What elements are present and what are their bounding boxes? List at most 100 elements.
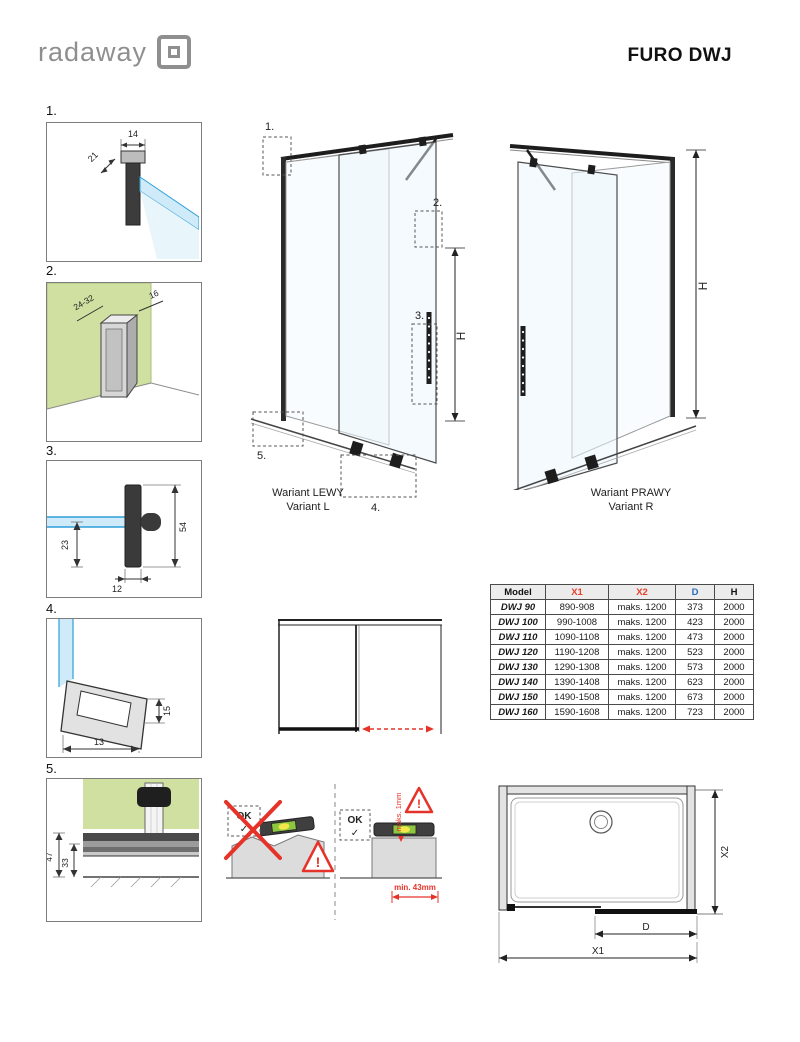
cell-model: DWJ 130 xyxy=(490,659,546,675)
cell-x1: 1390-1408 xyxy=(545,674,609,690)
brand-logo: radaway xyxy=(38,34,192,70)
cell-model: DWJ 110 xyxy=(490,629,546,645)
slide-direction-arrow xyxy=(362,725,434,733)
cell-h: 2000 xyxy=(714,599,754,615)
cell-x1: 1590-1608 xyxy=(545,704,609,720)
cell-model: DWJ 90 xyxy=(490,599,546,615)
detail-panel-1: 14 21 xyxy=(46,122,202,262)
cell-x1: 1190-1208 xyxy=(545,644,609,660)
detail-number-1: 1. xyxy=(46,103,57,118)
cell-x2: maks. 1200 xyxy=(608,704,676,720)
ok-badge xyxy=(339,809,371,841)
check-mark: ✓ xyxy=(351,828,359,839)
cell-x1: 890-908 xyxy=(545,599,609,615)
detail-number-2: 2. xyxy=(46,263,57,278)
cell-d: 673 xyxy=(675,689,715,705)
wall-left xyxy=(498,785,508,911)
detail-number-5: 5. xyxy=(46,761,57,776)
cell-d: 373 xyxy=(675,599,715,615)
cell-model: DWJ 150 xyxy=(490,689,546,705)
glass-panel xyxy=(47,517,125,527)
variant-right-drawing: H xyxy=(509,144,710,490)
cell-x2: maks. 1200 xyxy=(608,644,676,660)
cell-h: 2000 xyxy=(714,644,754,660)
dim-label: 47 xyxy=(47,852,54,862)
dim-d: D xyxy=(594,916,698,939)
install-correct-panel: OK ✓ maks. 1mm ! min. 43mm xyxy=(339,786,442,903)
cell-model: DWJ 100 xyxy=(490,614,546,630)
sliding-door-plan xyxy=(595,909,697,914)
cell-h: 2000 xyxy=(714,689,754,705)
dim-label: 12 xyxy=(112,584,122,594)
x2-label: X2 xyxy=(720,845,731,858)
x1-label: X1 xyxy=(592,946,605,957)
cell-x2: maks. 1200 xyxy=(608,659,676,675)
cell-h: 2000 xyxy=(714,629,754,645)
cell-x1: 1090-1108 xyxy=(545,629,609,645)
cell-x2: maks. 1200 xyxy=(608,629,676,645)
floorplan-drawing: X2 D X1 xyxy=(498,785,731,963)
min-distance-label: min. 43mm xyxy=(394,883,436,892)
cell-h: 2000 xyxy=(714,659,754,675)
glass-panel xyxy=(59,619,73,687)
guide-block xyxy=(137,787,171,807)
handle-knob xyxy=(124,484,142,568)
detail-drawing-bottom-profile: 13 15 xyxy=(58,619,172,753)
dim-label: 14 xyxy=(128,129,138,139)
wall-top xyxy=(498,785,696,795)
cell-x2: maks. 1200 xyxy=(608,674,676,690)
col-header-x2: X2 xyxy=(608,584,676,600)
variant-right-caption: Wariant PRAWY Variant R xyxy=(556,486,706,515)
col-header-x1: X1 xyxy=(545,584,609,600)
height-label: H xyxy=(696,282,710,291)
wall-profile xyxy=(670,157,675,417)
check-mark: ✓ xyxy=(240,824,248,835)
detail-number-3: 3. xyxy=(46,443,57,458)
min-distance-dimension xyxy=(391,891,439,903)
ok-label: OK xyxy=(237,811,253,822)
detail-drawing-wall-profile-3d: 24-32 16 xyxy=(46,282,200,410)
dim-label: 15 xyxy=(162,706,172,716)
variant-left-drawing: 1. 2. 3. 4. 5. H xyxy=(250,121,468,514)
detail-drawing-bottom-rail-section: 47 33 xyxy=(44,779,199,888)
dim-label: 16 xyxy=(147,288,160,301)
cell-x1: 1290-1308 xyxy=(545,659,609,675)
callout-2-label: 2. xyxy=(433,197,442,209)
cell-model: DWJ 120 xyxy=(490,644,546,660)
d-label: D xyxy=(642,922,649,933)
callout-3-label: 3. xyxy=(415,310,424,322)
dim-x2: X2 xyxy=(695,789,731,915)
col-header-h: H xyxy=(714,584,754,600)
warning-glyph: ! xyxy=(417,797,421,811)
callout-1-label: 1. xyxy=(265,121,274,133)
sliding-door-panel xyxy=(338,141,437,464)
variant-left-caption: Wariant LEWY Variant L xyxy=(238,486,378,515)
sliding-door-panel xyxy=(517,161,618,490)
dim-label: 54 xyxy=(178,522,188,532)
cell-h: 2000 xyxy=(714,674,754,690)
warning-icon xyxy=(301,840,335,873)
cell-d: 573 xyxy=(675,659,715,675)
col-header-d: D xyxy=(675,584,715,600)
cell-x2: maks. 1200 xyxy=(608,599,676,615)
brand-logo-text: radaway xyxy=(38,36,148,67)
cell-d: 523 xyxy=(675,644,715,660)
variant-left-caption-pl: Wariant LEWY xyxy=(272,487,344,499)
levelling-instruction-drawing: OK ✓ ! OK ✓ maks. 1mm ! min. xyxy=(224,784,442,920)
page-title: FURO DWJ xyxy=(627,45,732,66)
wall-profile xyxy=(281,157,286,421)
detail-number-4: 4. xyxy=(46,601,57,616)
cell-d: 423 xyxy=(675,614,715,630)
detail-drawing-wall-profile-top: 14 21 xyxy=(86,129,200,259)
dim-label: 33 xyxy=(60,858,70,868)
cell-d: 723 xyxy=(675,704,715,720)
warning-glyph: ! xyxy=(316,854,321,870)
detail-drawing-handle-section: 23 12 54 xyxy=(47,484,188,594)
